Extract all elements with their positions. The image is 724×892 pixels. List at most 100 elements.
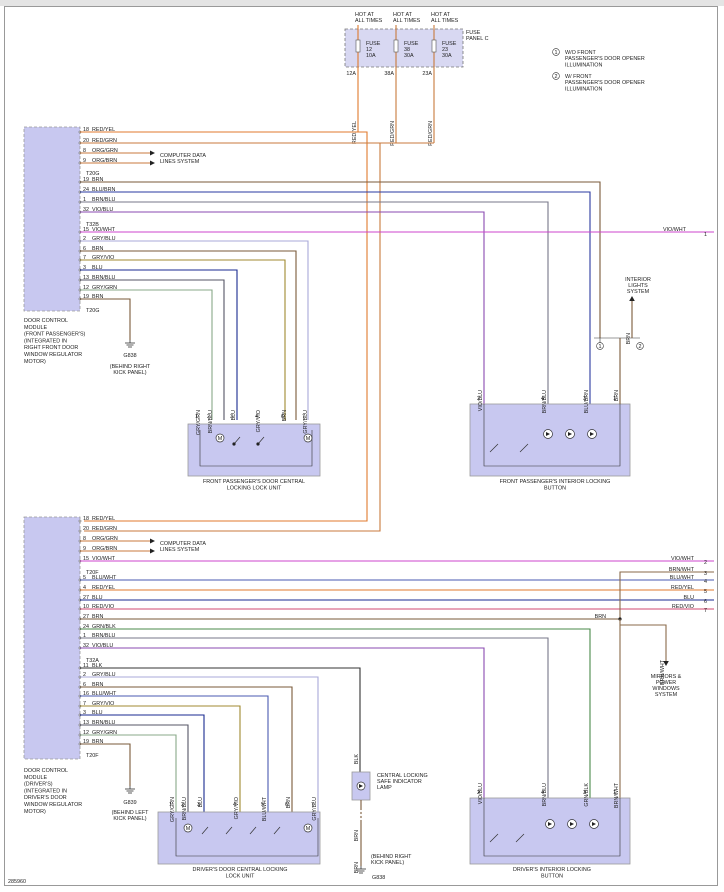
front-passenger-lock-unit-label: FRONT PASSENGER'S DOOR CENTRAL xyxy=(203,479,305,485)
wire-label: VIO/BLU xyxy=(478,390,484,411)
motor-icon xyxy=(303,823,313,833)
pin-terminal xyxy=(78,519,82,523)
fuse-terminal-label: 12A xyxy=(346,71,356,77)
wire-color-label: ORG/BRN xyxy=(92,546,117,552)
wire-color-label: ORG/GRN xyxy=(92,148,118,154)
wire-label: GRY/VIO xyxy=(256,410,262,432)
pin-number: 6 xyxy=(281,414,284,420)
wire-grn-blk xyxy=(80,628,591,798)
connector-label: T20F xyxy=(86,753,99,759)
connector-number: 2 xyxy=(704,560,707,566)
lamp-label: LAMP xyxy=(377,785,392,791)
driver-lock-unit-label: DRIVER'S DOOR CENTRAL LOCKING xyxy=(193,867,288,873)
brn-label: BRN xyxy=(595,614,606,620)
internal-circuit xyxy=(483,404,621,467)
switch-icon xyxy=(515,833,525,843)
wire-brn xyxy=(80,181,601,338)
hot-at-all-times-label: HOT AT xyxy=(393,12,413,18)
driver-lock-unit-label: LOCK UNIT xyxy=(226,874,255,880)
ground-label: G839 xyxy=(123,800,136,806)
motor-symbol: M xyxy=(186,826,191,832)
fuse-terminal-label: 23A xyxy=(422,71,432,77)
pin-number: 8 xyxy=(83,536,86,542)
connector-number: 3 xyxy=(704,571,707,577)
pin-number: 2 xyxy=(83,236,86,242)
pin-number: 15 xyxy=(83,227,89,233)
wire-label: BRN xyxy=(282,410,288,421)
wire-color-label: GRY/GRN xyxy=(92,730,117,736)
legend-marker-num: 1 xyxy=(555,50,558,56)
wire-label: BLK xyxy=(354,754,360,765)
wire-color-label: GRY/GRN xyxy=(92,285,117,291)
connector-number: 5 xyxy=(704,589,707,595)
wire-label: BLU/BRN xyxy=(584,390,590,413)
connector-number: 6 xyxy=(704,599,707,605)
driver-module-label: (DRIVER'S) xyxy=(24,782,53,788)
pin-number: 18 xyxy=(83,127,89,133)
wire-label: BRN/BLU xyxy=(208,410,214,433)
connector-label: T32A xyxy=(86,658,99,664)
wire-color-label: RED/YEL xyxy=(92,516,115,522)
wire-label: BRN xyxy=(354,830,360,841)
hot-at-all-times-label: HOT AT xyxy=(431,12,451,18)
wire-color-label: VIO/BLU xyxy=(92,207,113,213)
vio-wht-label: VIO/WHT xyxy=(663,227,687,233)
fuse-icon xyxy=(431,39,437,53)
arrow-right-icon xyxy=(150,538,155,544)
wire-label: BRN/WHT xyxy=(614,782,620,808)
fuse-label: FUSE xyxy=(442,41,457,47)
mirrors-power-windows-label: POWER xyxy=(656,680,676,686)
led-symbol xyxy=(590,432,594,436)
legend-marker xyxy=(552,72,560,80)
upper-module-label: WINDOW REGULATOR xyxy=(24,352,82,358)
computer-data-label: LINES SYSTEM xyxy=(160,547,200,553)
pin-number: 1 xyxy=(83,633,86,639)
diagram-id: 285960 xyxy=(8,879,26,885)
fuse-panel-box xyxy=(344,28,464,68)
driver-button-label: BUTTON xyxy=(541,874,563,880)
pin-number: 4 xyxy=(83,585,86,591)
wire-blk xyxy=(80,667,361,772)
driver-module-label: DOOR CONTROL xyxy=(24,768,68,774)
option-marker-2 xyxy=(636,342,644,350)
pin-number: 20 xyxy=(83,526,89,532)
pin-number: 9 xyxy=(83,546,86,552)
switch-icon xyxy=(201,826,209,835)
wire-brn-blu xyxy=(80,201,549,404)
wire-color-label: VIO/WHT xyxy=(92,227,116,233)
pin-number: 20 xyxy=(83,138,89,144)
wire-brn-blu xyxy=(80,724,189,812)
pin-number: 12 xyxy=(83,730,89,736)
driver-door-control-module xyxy=(23,516,81,760)
wire-color-label: VIO/WHT xyxy=(92,556,116,562)
computer-data-label: LINES SYSTEM xyxy=(160,159,200,165)
wire-label: BRN xyxy=(614,390,620,401)
switch-icon xyxy=(489,443,499,453)
fuse-label: 10A xyxy=(366,53,376,59)
pin-number: 3 xyxy=(83,265,86,271)
wire-color-label: BRN xyxy=(92,246,103,252)
wire-color-label: RED/GRN xyxy=(92,138,117,144)
front-passenger-button-label: BUTTON xyxy=(544,486,566,492)
switch-icon xyxy=(273,826,281,835)
driver-module-label: MODULE xyxy=(24,775,47,781)
pin-number: 10 xyxy=(83,604,89,610)
front-passenger-interior-locking-button xyxy=(469,403,631,477)
motor-icon xyxy=(215,433,225,443)
pin-number: 7 xyxy=(83,701,86,707)
switch-icon xyxy=(225,826,233,835)
wire-brn-blu xyxy=(80,637,549,798)
pin-number: 1 xyxy=(195,414,198,420)
wire-color-label: BRN xyxy=(92,739,103,745)
switch-pivot xyxy=(232,442,236,446)
wire-color-label: BLU/WHT xyxy=(92,575,117,581)
legend-text: W/O FRONT xyxy=(565,50,597,56)
pin-number: 11 xyxy=(83,663,89,669)
wire-gry-vio xyxy=(80,259,286,420)
pin-number: 2 xyxy=(83,672,86,678)
wire-label: GRY/GRN xyxy=(196,410,202,435)
wire-color-label: BLK xyxy=(92,663,103,669)
wire-label: RED/GRN xyxy=(390,121,396,146)
connector-number: 7 xyxy=(704,608,707,614)
